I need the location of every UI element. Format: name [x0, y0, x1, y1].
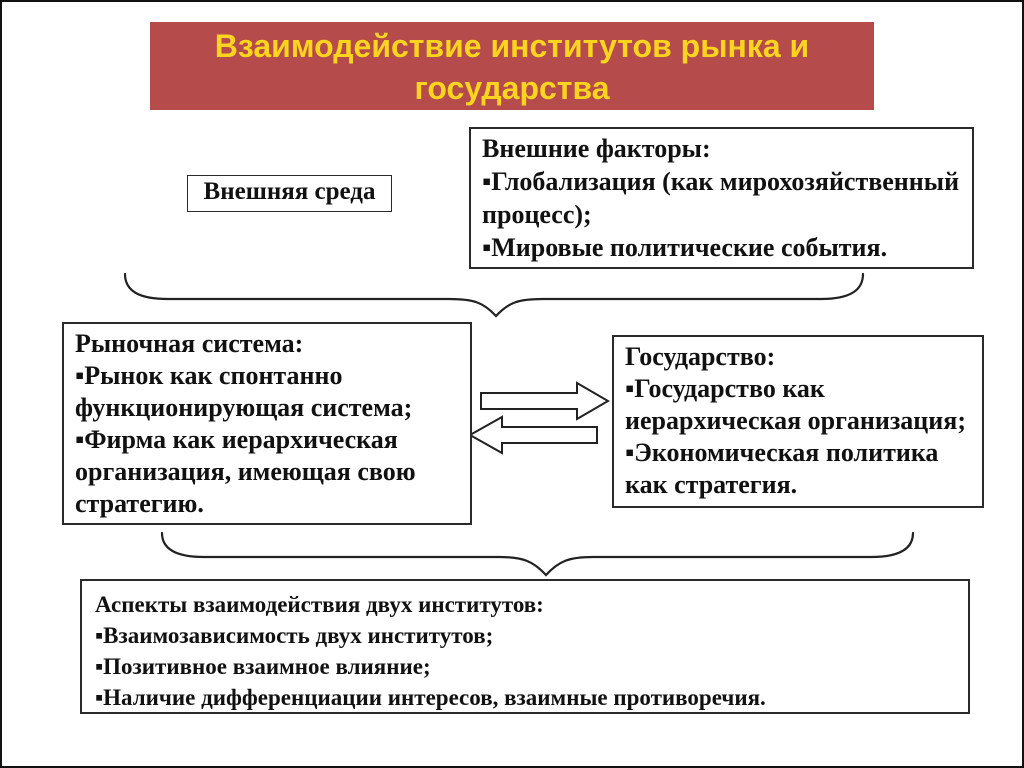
market-system-line: стратегию.	[75, 489, 204, 518]
aspects-line: Аспекты взаимодействия двух институтов:	[95, 592, 544, 617]
aspects-line: ▪Взаимозависимость двух институтов;	[95, 623, 494, 648]
market-system-line: Рыночная система:	[75, 329, 304, 358]
market-system-line: ▪Рынок как спонтанно	[75, 361, 343, 390]
slide-title-line: государства	[414, 70, 610, 106]
slide-title-line: Взаимодействие институтов рынка и	[214, 28, 810, 64]
market-system-line: ▪Фирма как иерархическая	[75, 425, 398, 454]
state-line: ▪Государство как	[625, 374, 825, 403]
state-line: ▪Экономическая политика	[625, 438, 939, 467]
state-line: иерархическая организация;	[625, 406, 966, 435]
external-factors-box: Внешние факторы: ▪Глобализация (как миро…	[469, 127, 974, 269]
aspects-line: ▪Позитивное взаимное влияние;	[95, 654, 431, 679]
external-factors-line: ▪Глобализация (как мирохозяйственный	[482, 167, 960, 196]
environment-label: Внешняя среда	[203, 178, 376, 205]
aspects-line: ▪Наличие дифференциации интересов, взаим…	[95, 685, 766, 710]
external-factors-line: процесс);	[482, 200, 592, 229]
title-banner: Взаимодействие институтов рынка и госуда…	[150, 22, 874, 110]
bottom-brace-icon	[160, 531, 915, 577]
market-system-line: функционирующая система;	[75, 393, 413, 422]
environment-box: Внешняя среда	[187, 175, 392, 212]
market-system-line: организация, имеющая свою	[75, 457, 416, 486]
external-factors-line: ▪Мировые политические события.	[482, 233, 888, 262]
state-box: Государство: ▪Государство как иерархичес…	[612, 335, 984, 508]
aspects-box: Аспекты взаимодействия двух институтов: …	[80, 579, 970, 714]
arrow-right-icon	[480, 381, 610, 421]
arrow-left-icon	[467, 415, 598, 455]
market-system-box: Рыночная система: ▪Рынок как спонтанно ф…	[62, 322, 472, 525]
top-brace-icon	[123, 272, 865, 318]
state-line: Государство:	[625, 342, 776, 371]
external-factors-line: Внешние факторы:	[482, 134, 711, 163]
state-line: как стратегия.	[625, 470, 798, 499]
